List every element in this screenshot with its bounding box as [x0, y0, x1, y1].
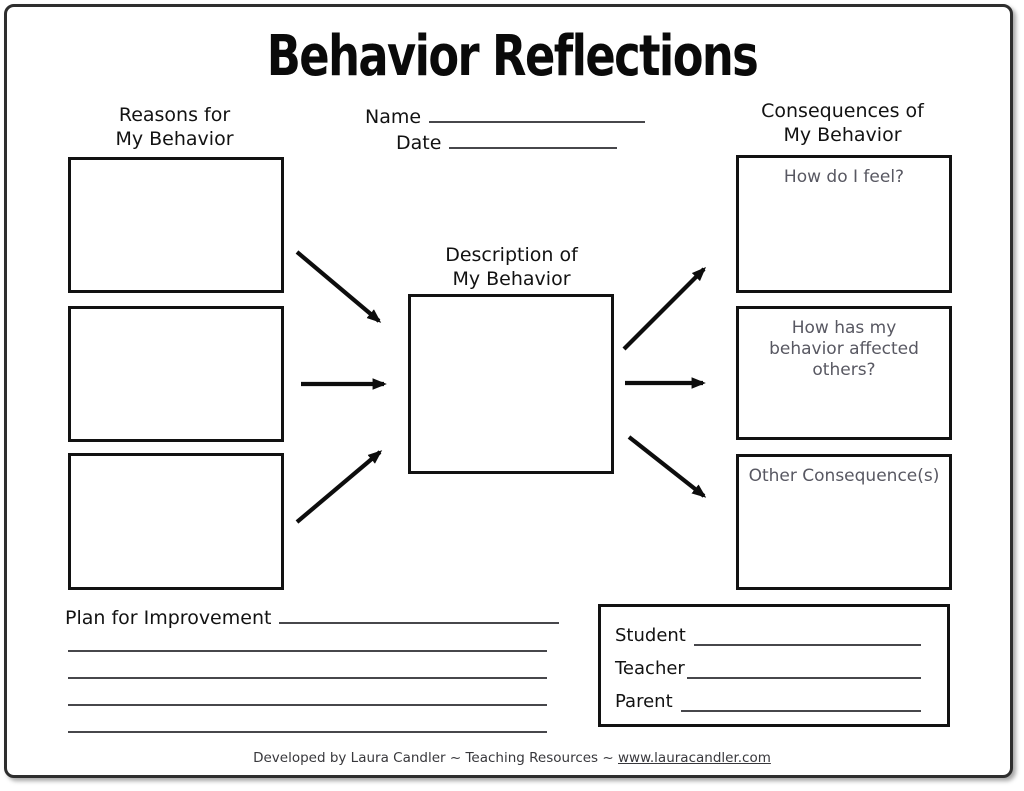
- date-label: Date: [396, 132, 442, 154]
- reasons-header-line2: My Behavior: [115, 128, 234, 150]
- teacher-label: Teacher: [615, 658, 685, 679]
- reasons-header: Reasons for My Behavior: [66, 103, 283, 151]
- consequences-header-line2: My Behavior: [783, 124, 902, 146]
- parent-label: Parent: [615, 691, 673, 712]
- plan-blank-line-3: [68, 677, 547, 679]
- reason-box-3: [68, 453, 284, 590]
- plan-blank-line-5: [68, 731, 547, 733]
- signature-row-parent: Parent: [615, 685, 927, 712]
- name-label: Name: [365, 106, 422, 128]
- teacher-blank-line: [686, 657, 921, 679]
- description-header: Description of My Behavior: [408, 243, 615, 291]
- plan-label-row: Plan for Improvement: [65, 605, 560, 629]
- plan-blank-line-4: [68, 704, 547, 706]
- name-field-row: Name: [365, 104, 646, 128]
- reasons-header-line1: Reasons for: [118, 104, 231, 126]
- reason-box-2: [68, 306, 284, 442]
- date-blank-line: [449, 130, 618, 149]
- consequence-box-feelings: How do I feel?: [736, 155, 952, 293]
- parent-blank-line: [680, 690, 921, 712]
- consequence-box-other-prompt: Other Consequence(s): [748, 466, 940, 486]
- date-field-row: Date: [396, 130, 618, 154]
- student-blank-line: [693, 624, 921, 646]
- student-label: Student: [615, 625, 686, 646]
- plan-label: Plan for Improvement: [65, 607, 272, 629]
- footer-link[interactable]: www.lauracandler.com: [618, 750, 771, 766]
- consequence-box-feelings-prompt: How do I feel?: [783, 167, 905, 187]
- footer-credit: Developed by Laura Candler ~ Teaching Re…: [0, 750, 1024, 766]
- description-box: [408, 294, 614, 474]
- description-header-line2: My Behavior: [452, 268, 571, 290]
- consequences-header-line1: Consequences of: [761, 100, 924, 122]
- name-blank-line: [429, 104, 646, 123]
- consequence-box-other: Other Consequence(s): [736, 454, 952, 590]
- page-title: Behavior Reflections: [266, 24, 759, 89]
- consequence-box-others-prompt: How has my behavior affected others?: [769, 318, 919, 380]
- footer-credit-text: Developed by Laura Candler ~ Teaching Re…: [253, 750, 614, 766]
- description-header-line1: Description of: [445, 244, 578, 266]
- signature-box: Student Teacher Parent: [598, 604, 950, 727]
- consequences-header: Consequences of My Behavior: [733, 99, 952, 147]
- signature-row-student: Student: [615, 619, 927, 646]
- plan-blank-line-2: [68, 650, 547, 652]
- consequence-box-others: How has my behavior affected others?: [736, 306, 952, 440]
- plan-blank-line-1: [279, 605, 560, 624]
- reason-box-1: [68, 157, 284, 293]
- signature-row-teacher: Teacher: [615, 652, 927, 679]
